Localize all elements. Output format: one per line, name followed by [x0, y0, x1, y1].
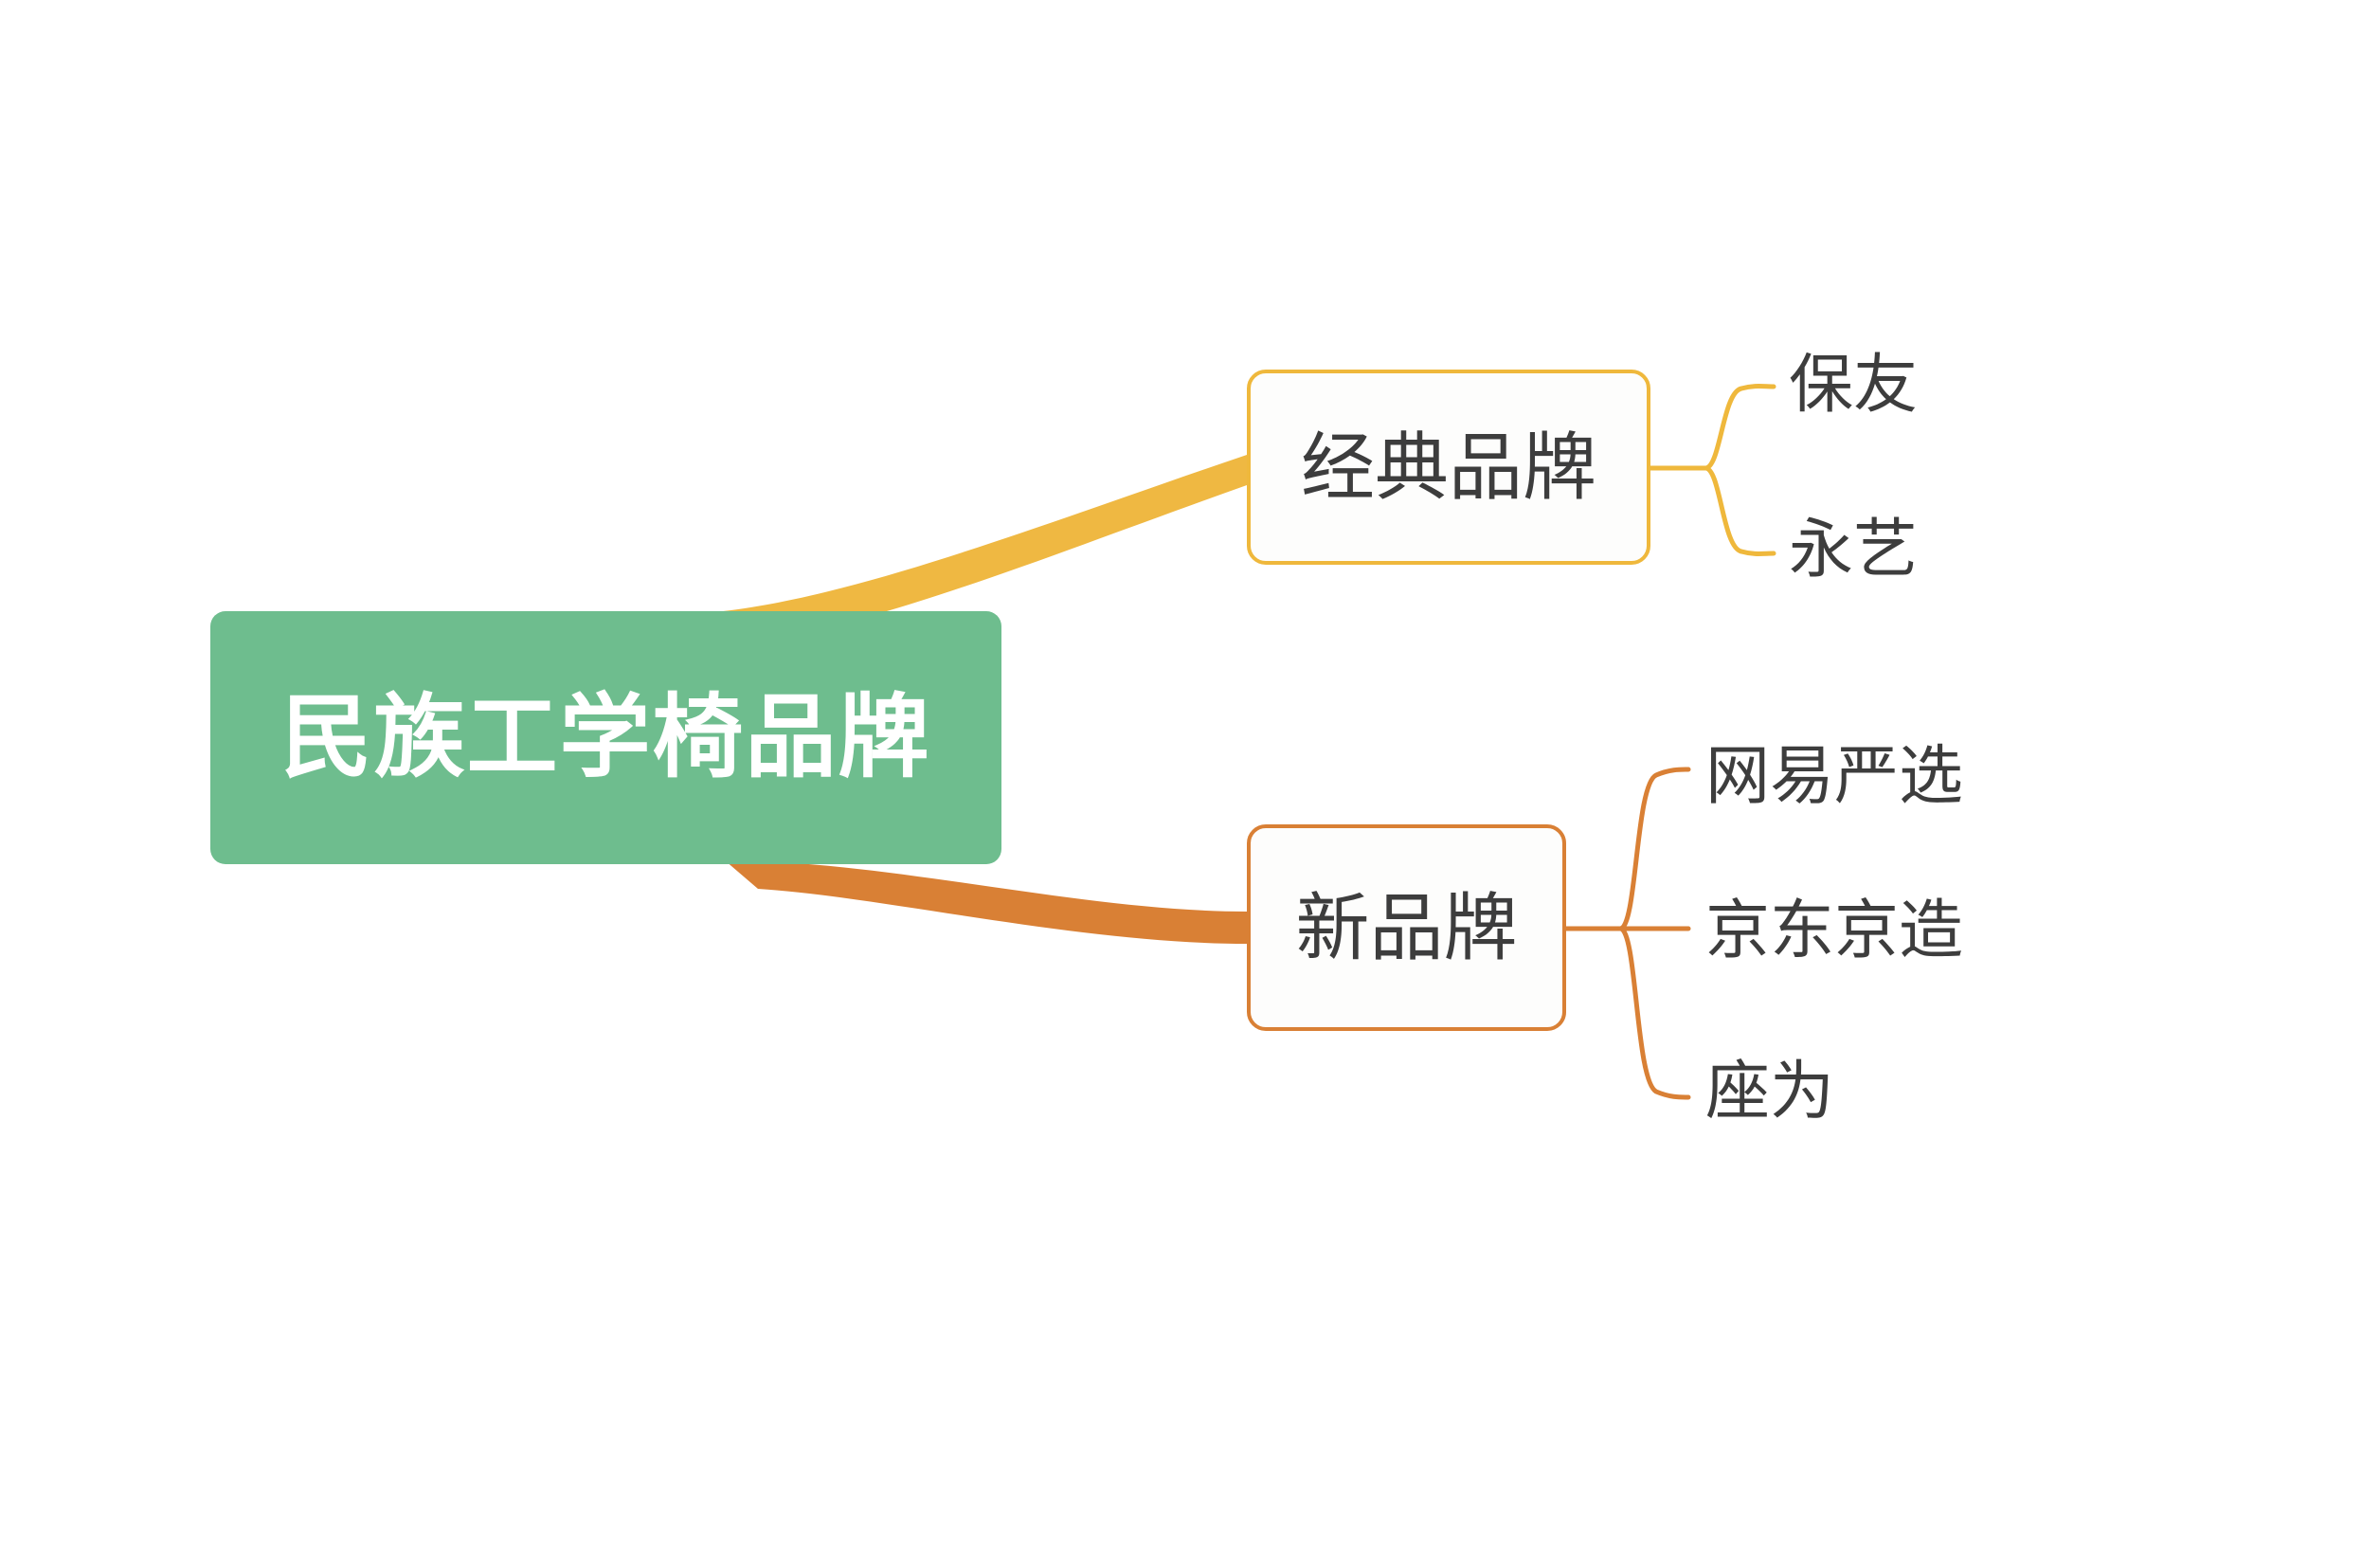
- branch-node-classic-label: 经典品牌: [1300, 425, 1596, 509]
- leaf-node-jingdong[interactable]: 京东京造: [1705, 894, 1964, 967]
- edge-new-to-wangyi: [1617, 767, 1691, 931]
- branch-node-new-label: 新品牌: [1295, 886, 1518, 969]
- branch-node-classic[interactable]: 经典品牌: [1247, 370, 1650, 565]
- root-node-label: 民族工学椅品牌: [280, 686, 931, 788]
- root-node[interactable]: 民族工学椅品牌: [210, 611, 1001, 864]
- leaf-node-zuowei[interactable]: 座为: [1705, 1056, 1835, 1128]
- edge-root-to-new: [725, 860, 1247, 944]
- edge-new-to-zuowei: [1617, 926, 1691, 1100]
- leaf-node-wangyi[interactable]: 网易严选: [1705, 740, 1964, 812]
- leaf-node-baoyou[interactable]: 保友: [1789, 349, 1919, 421]
- edge-classic-to-baoyou: [1703, 384, 1776, 471]
- edge-classic-to-yongyi: [1703, 465, 1776, 556]
- leaf-node-yongyi[interactable]: 永艺: [1789, 514, 1919, 586]
- branch-node-new[interactable]: 新品牌: [1247, 824, 1566, 1031]
